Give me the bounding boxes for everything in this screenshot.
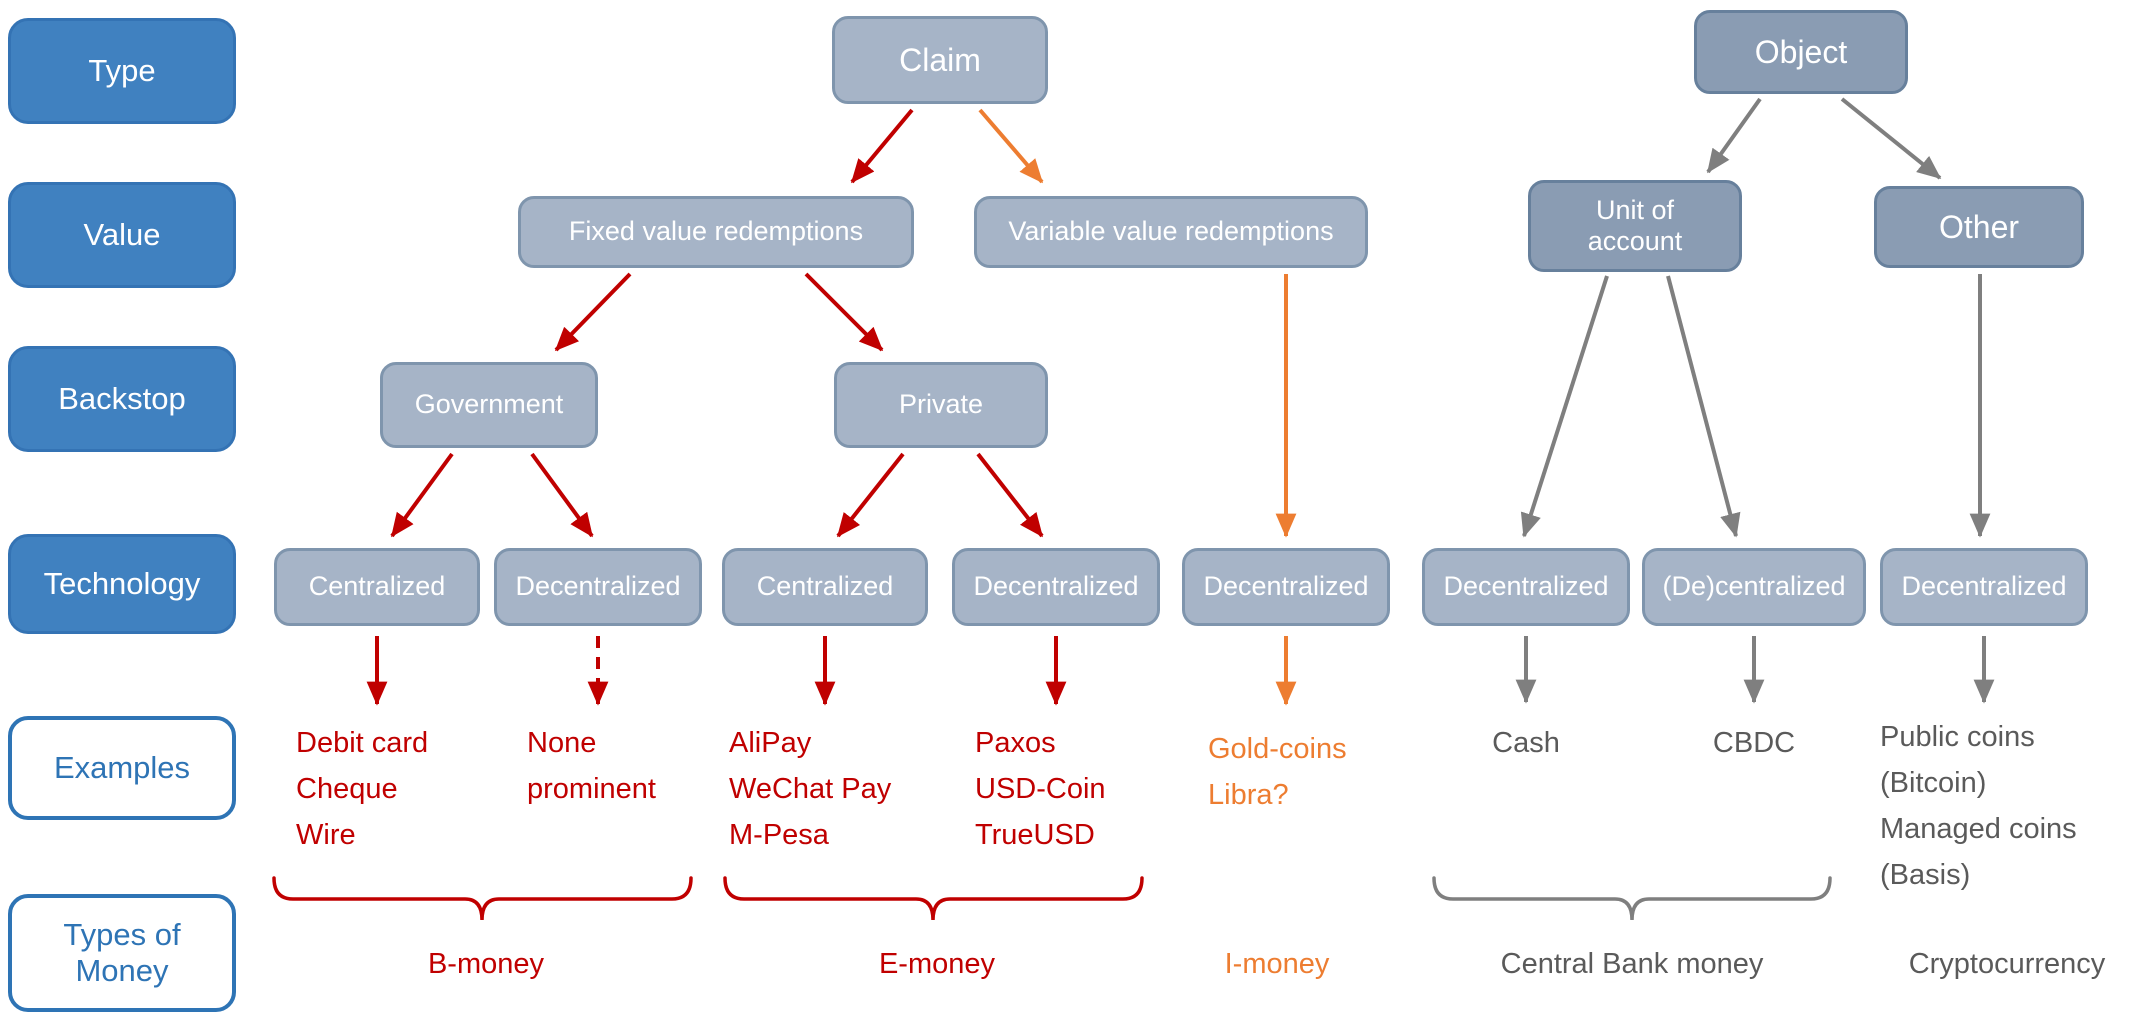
node-tech-de-centralized-7: (De)centralized: [1642, 548, 1866, 626]
example-line: Debit card: [296, 727, 429, 759]
example-line: None: [527, 727, 597, 759]
money-type-cryptocurrency: Cryptocurrency: [1908, 948, 2106, 980]
arrow-private-to-decentralized: [976, 452, 1044, 538]
node-tech-decentralized-4: Decentralized: [952, 548, 1160, 626]
example-line: prominent: [527, 773, 656, 805]
examples-cryptocurrency: Public coins (Bitcoin) Managed coins (Ba…: [1880, 714, 2077, 898]
row-label-examples-text: Examples: [53, 750, 191, 786]
brace-central-bank-money: [1432, 876, 1832, 921]
example-line: WeChat Pay: [729, 773, 892, 805]
node-tech-decentralized-8: Decentralized: [1880, 548, 2088, 626]
row-label-value: Value: [8, 182, 236, 288]
arrow-claim-to-variable: [978, 108, 1044, 184]
arrow-government-to-decentralized: [530, 452, 594, 538]
row-label-backstop: Backstop: [8, 346, 236, 452]
examples-e-money-decentralized: Paxos USD-Coin TrueUSD: [975, 720, 1106, 858]
node-object: Object: [1694, 10, 1908, 94]
brace-b-money: [272, 876, 693, 921]
node-tech-centralized-3: Centralized: [722, 548, 928, 626]
example-line: (Bitcoin): [1880, 767, 1987, 799]
node-government: Government: [380, 362, 598, 448]
example-line: AliPay: [729, 727, 812, 759]
money-type-central-bank-money: Central Bank money: [1500, 948, 1764, 980]
arrow-claim-to-fixed: [850, 108, 914, 184]
money-type-i-money: I-money: [1224, 948, 1330, 980]
node-tech-centralized-1: Centralized: [274, 548, 480, 626]
row-label-technology-text: Technology: [43, 566, 201, 602]
example-line: M-Pesa: [729, 819, 829, 851]
examples-e-money-centralized: AliPay WeChat Pay M-Pesa: [729, 720, 891, 858]
examples-cash: Cash: [1451, 720, 1601, 766]
money-type-b-money: B-money: [427, 948, 545, 980]
example-line: Paxos: [975, 727, 1056, 759]
example-line: Public coins: [1880, 721, 2035, 753]
row-label-value-text: Value: [83, 217, 161, 253]
arrow-government-to-centralized: [390, 452, 454, 538]
node-tech-decentralized-5: Decentralized: [1182, 548, 1390, 626]
row-label-types-of-money-line2: Money: [75, 953, 169, 988]
example-line: (Basis): [1880, 859, 1971, 891]
row-label-backstop-text: Backstop: [58, 381, 186, 417]
row-label-types-of-money: Types of Money: [8, 894, 236, 1012]
example-line: Cash: [1492, 727, 1560, 759]
node-unit-of-account: Unit of account: [1528, 180, 1742, 272]
money-type-e-money: E-money: [878, 948, 996, 980]
node-tech-decentralized-6: Decentralized: [1422, 548, 1630, 626]
example-line: CBDC: [1712, 727, 1796, 759]
arrow-unit-to-decentralized: [1520, 275, 1609, 538]
example-line: Managed coins: [1880, 813, 2077, 845]
row-label-technology: Technology: [8, 534, 236, 634]
arrow-fixed-to-private: [804, 272, 884, 352]
example-line: Libra?: [1208, 779, 1289, 811]
example-line: Cheque: [296, 773, 398, 805]
row-label-type-text: Type: [88, 53, 156, 89]
row-label-type: Type: [8, 18, 236, 124]
arrow-unit-to-de-centralized: [1666, 275, 1741, 538]
examples-cbdc: CBDC: [1679, 720, 1829, 766]
example-line: Gold-coins: [1208, 733, 1347, 765]
example-line: Wire: [296, 819, 356, 851]
examples-b-money-centralized: Debit card Cheque Wire: [296, 720, 428, 858]
example-line: TrueUSD: [975, 819, 1095, 851]
arrow-object-to-unit-of-account: [1706, 97, 1762, 174]
row-label-types-of-money-line1: Types of: [63, 917, 181, 953]
node-private: Private: [834, 362, 1048, 448]
examples-i-money: Gold-coins Libra?: [1208, 726, 1347, 818]
node-other: Other: [1874, 186, 2084, 268]
node-fixed-value-redemptions: Fixed value redemptions: [518, 196, 914, 268]
arrow-private-to-centralized: [836, 452, 905, 538]
row-label-examples: Examples: [8, 716, 236, 820]
arrow-object-to-other: [1840, 97, 1942, 180]
node-tech-decentralized-2: Decentralized: [494, 548, 702, 626]
node-claim: Claim: [832, 16, 1048, 104]
examples-b-money-decentralized: None prominent: [527, 720, 656, 812]
node-variable-value-redemptions: Variable value redemptions: [974, 196, 1368, 268]
brace-e-money: [723, 876, 1144, 921]
example-line: USD-Coin: [975, 773, 1106, 805]
arrow-fixed-to-government: [554, 272, 632, 352]
